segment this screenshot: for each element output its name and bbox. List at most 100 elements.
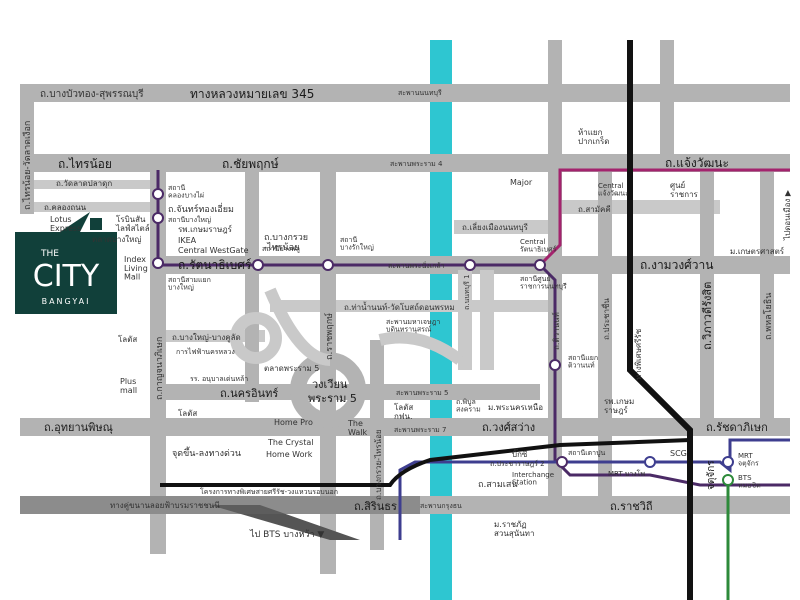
place-kasemrad: รพ.เกษมราษฎร์ bbox=[178, 224, 233, 234]
logo-the: THE bbox=[40, 249, 59, 259]
place-ptt: ม.พระนครเหนือ bbox=[488, 403, 543, 412]
label-chinnaket: ถ.จันทร์ทองเอี่ยม bbox=[168, 202, 234, 215]
station-mrt-chatuchak[interactable] bbox=[722, 456, 734, 468]
label-chatuchak-vert: จตุจักร bbox=[706, 460, 717, 490]
label-tha-nam-non: ถ.ท่าน้ำนนท์-วัดโบสถ์ดอนพรหม bbox=[344, 301, 455, 312]
label-station-bang-phlu: สถานีบางพลู bbox=[262, 245, 300, 253]
label-rama4-bridge: สะพานพระราม 4 bbox=[390, 160, 443, 168]
station-nonthaburi-civic[interactable] bbox=[534, 259, 546, 271]
place-lotus-sanambinnam: โลตัสกฟน. bbox=[394, 402, 413, 421]
label-station-nonthaburi-civic: สถานีศูนย์ราชการนนทบุรี bbox=[520, 275, 567, 291]
label-prachachuen: ถ.ประชาชื่น bbox=[600, 298, 611, 340]
label-wongsawang: ถ.วงศ์สว่าง bbox=[482, 421, 535, 434]
place-pibulsongkram: ถ.พิบูลสงคราม bbox=[456, 398, 481, 414]
label-phahonyothin: ถ.พหลโยธิน bbox=[763, 293, 774, 340]
label-interchange: ทางคู่ขนานลอยฟ้าบรมราชชนนี bbox=[110, 501, 220, 511]
label-bangbuathong: ถ.บางบัวทอง-สุพรรณบุรี bbox=[40, 88, 144, 100]
label-station-bangyai: สถานีบางใหญ่ bbox=[168, 215, 211, 224]
label-expressway-project: โครงการทางพิเศษสายศรีรัช-วงแหวนรอบนอก bbox=[200, 487, 338, 496]
road-tiwanon bbox=[548, 40, 562, 510]
label-bangyai-bangkhruai: ถ.บางใหญ่-บางคูลัด bbox=[172, 333, 241, 343]
place-electricity: การไฟฟ้านครหลวง bbox=[176, 347, 235, 356]
bangyai-interchange bbox=[230, 312, 282, 364]
label-phranangklao-bridge: สะพานพระนั่งเกล้า bbox=[388, 261, 445, 270]
the-city-bangyai-logo: THE CITY BANGYAI bbox=[15, 212, 117, 314]
label-to-mochit: ไปดอนเมือง ▶ bbox=[783, 189, 792, 241]
road-curve-east bbox=[378, 331, 464, 365]
place-kasemrad-hos: รพ.เกษมราษฎร์ bbox=[604, 397, 634, 415]
road-curve-rama5 bbox=[264, 287, 331, 366]
station-sam-yaek-bangyai[interactable] bbox=[152, 257, 164, 269]
station-bang-rak-yai[interactable] bbox=[322, 259, 334, 271]
label-wongwian-rama5: พระราม 5 bbox=[308, 392, 357, 405]
station-bts-mochit[interactable] bbox=[722, 474, 734, 486]
station-bang-phlu[interactable] bbox=[252, 259, 264, 271]
place-lotus-left: โลตัส bbox=[118, 334, 137, 344]
label-expressway: ทางพิเศษศรีรัช bbox=[634, 328, 643, 380]
label-nakhon-in: ถ.นครอินทร์ bbox=[220, 387, 278, 400]
label-utthayan: ถ.อุทยานพิษณุ bbox=[44, 421, 113, 434]
label-samsen: ถ.สามเสน bbox=[478, 480, 518, 490]
purple-line bbox=[156, 170, 790, 487]
label-station-sam-yaek: สถานีสามแยกบางใหญ่ bbox=[168, 276, 211, 292]
place-home-pro: Home Pro bbox=[274, 418, 313, 427]
road-prachachuen bbox=[598, 172, 612, 502]
logo-marker bbox=[90, 218, 102, 230]
road-kanchanaphisek bbox=[150, 154, 166, 554]
pink-line bbox=[538, 168, 790, 267]
road-wongsawang bbox=[20, 418, 790, 436]
label-rama5-bridge: สะพานพระราม 5 bbox=[396, 389, 448, 397]
label-prachachuen2: ถ.ประชาราษฎร์ 2 bbox=[490, 460, 545, 468]
station-yaek-tiwanon[interactable] bbox=[549, 359, 561, 371]
label-nonthaburi-bridge: สะพานนนทบุรี bbox=[398, 89, 442, 97]
label-station-bang-rak-yai: สถานีบางรักใหญ่ bbox=[340, 236, 374, 252]
label-sainoi: ถ.ไทรน้อย bbox=[58, 157, 112, 171]
road-nonthaburi1 bbox=[458, 270, 472, 370]
label-station-bang-pho: MRT บางโพ bbox=[608, 469, 645, 478]
place-uni-rajabhat: ม.ราชภัฏสวนสุนันทา bbox=[494, 520, 534, 538]
label-rattanathibet: ถ.รัตนาธิเบศร์ bbox=[178, 258, 252, 272]
label-highway-345: ทางหลวงหมายเลข 345 bbox=[190, 87, 314, 101]
place-mahidol-bridge: สะพานมหาเจษฎาบดินทรานุสรณ์ bbox=[386, 318, 440, 334]
station-bangyai[interactable] bbox=[152, 212, 164, 224]
label-krungthon-bridge: สะพานกรุงธน bbox=[420, 502, 462, 510]
logo-box bbox=[15, 232, 117, 314]
expressway-gray bbox=[20, 496, 420, 514]
black-expressway bbox=[627, 40, 693, 600]
logo-bangyai: BANGYAI bbox=[42, 297, 91, 306]
station-bang-pho[interactable] bbox=[644, 456, 656, 468]
road-bangkruai-sainoi bbox=[245, 172, 259, 402]
label-rachawithi: ถ.ราชวิถี bbox=[610, 500, 653, 513]
label-station-klong-bang-phai: สถานีคลองบางไผ่ bbox=[168, 184, 204, 200]
station-phranangklao[interactable] bbox=[464, 259, 476, 271]
road-chaiyaphruek bbox=[20, 154, 790, 172]
place-crystal: The Crystal bbox=[267, 438, 313, 447]
station-tao-poon[interactable] bbox=[556, 456, 568, 468]
place-bangyai-market: ตลาดบางใหญ่ bbox=[92, 235, 141, 244]
place-ikea: IKEA bbox=[178, 236, 197, 245]
logo-pointer bbox=[60, 212, 90, 232]
label-ratchada: ถ.รัชดาภิเษก bbox=[706, 421, 768, 434]
road-vibhavadi bbox=[700, 172, 714, 422]
label-to-bts-bangwa: ไป BTS บางหว้า ▼ bbox=[249, 529, 324, 540]
station-klong-bang-phai[interactable] bbox=[152, 188, 164, 200]
place-khae-rai: ห้าแยกปากเกร็ด bbox=[578, 128, 609, 146]
label-liang-mueang: ถ.เลี่ยงเมืองนนทบุรี bbox=[462, 221, 529, 232]
place-central-westgate: Central WestGate bbox=[178, 246, 249, 255]
place-government-center: ศูนย์ราชการ bbox=[670, 180, 699, 199]
label-bangkruai-jongthanom: ถ.บางกรวย-ไทรน้อย bbox=[374, 429, 383, 500]
road-highway-345 bbox=[20, 84, 790, 102]
place-lotus-nakhonin: โลตัส bbox=[178, 408, 197, 418]
label-vibhavadi: ถ.วิภาวดีรังสิต bbox=[701, 282, 714, 350]
road-phahonyothin bbox=[760, 172, 774, 422]
label-sainoi-watlatuan: ถ.ไทรน้อย-วัดลาดเงือก bbox=[22, 121, 33, 210]
road-khlong-thanon bbox=[20, 202, 150, 212]
place-robinson: โรบินสันไลฟ์สไตล์ bbox=[115, 214, 150, 233]
